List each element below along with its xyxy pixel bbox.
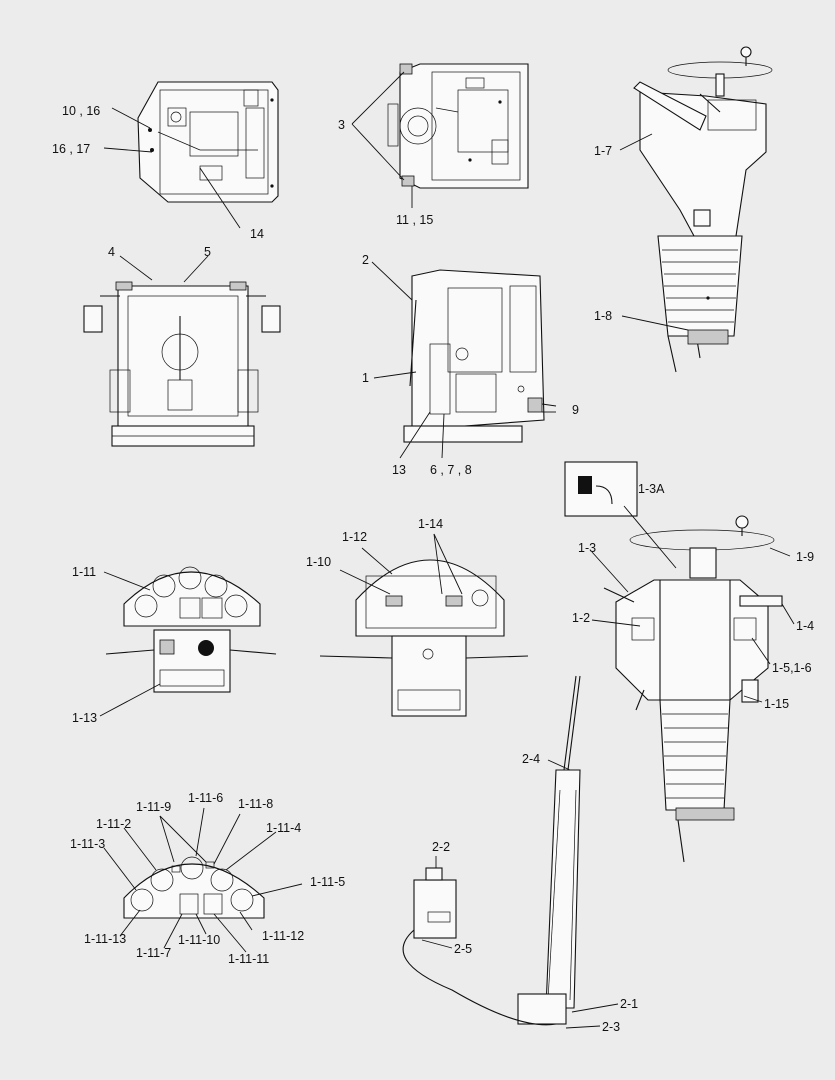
callout-2-1: 2-1 — [620, 997, 638, 1011]
callout-6-7-8: 6 , 7 , 8 — [430, 463, 472, 477]
wiper-washer-assembly — [402, 675, 581, 1026]
callout-1-14: 1-14 — [418, 517, 443, 531]
detail-1-3a — [564, 461, 638, 517]
callout-11-15: 11 , 15 — [396, 213, 433, 227]
callout-1-11-9: 1-11-9 — [136, 800, 171, 814]
callout-1-9: 1-9 — [796, 550, 814, 564]
callout-1-12: 1-12 — [342, 530, 367, 544]
callout-2-4: 2-4 — [522, 752, 540, 766]
cab-side-view-doors — [387, 63, 529, 189]
callout-1-11: 1-11 — [72, 565, 96, 579]
callout-14: 14 — [250, 227, 264, 241]
callout-3: 3 — [338, 118, 345, 132]
callout-2-5: 2-5 — [454, 942, 472, 956]
callout-2: 2 — [362, 253, 369, 267]
callout-1-2: 1-2 — [572, 611, 590, 625]
callout-1-11-10: 1-11-10 — [178, 933, 220, 947]
dash-panel-1-11 — [105, 566, 277, 693]
callout-1-15: 1-15 — [764, 697, 789, 711]
steering-column-lower — [603, 515, 783, 863]
callout-1-7: 1-7 — [594, 144, 612, 158]
steering-column-upper — [633, 46, 773, 373]
callout-1-5-1-6: 1-5,1-6 — [772, 661, 812, 675]
dash-panel-1-12 — [319, 559, 529, 717]
callout-1-8: 1-8 — [594, 309, 612, 323]
callout-2-2: 2-2 — [432, 840, 450, 854]
callout-1-3a: 1-3A — [638, 482, 665, 496]
dash-panel-gauges-detail — [123, 856, 265, 919]
callout-1: 1 — [362, 371, 369, 385]
callout-10-16: 10 , 16 — [62, 104, 100, 118]
callout-16-17: 16 , 17 — [52, 142, 90, 156]
callout-1-11-6: 1-11-6 — [188, 791, 223, 805]
callout-1-11-5: 1-11-5 — [310, 875, 345, 889]
callout-1-11-4: 1-11-4 — [266, 821, 301, 835]
callout-1-11-11: 1-11-11 — [228, 952, 269, 966]
callout-1-13: 1-13 — [72, 711, 97, 725]
cab-roof-top-view — [137, 81, 279, 203]
callout-1-11-2: 1-11-2 — [96, 817, 131, 831]
callout-2-3: 2-3 — [602, 1020, 620, 1034]
cab-front-view — [83, 281, 281, 447]
callout-1-11-12: 1-11-12 — [262, 929, 304, 943]
callout-9: 9 — [572, 403, 579, 417]
callout-1-11-7: 1-11-7 — [136, 946, 171, 960]
callout-13: 13 — [392, 463, 406, 477]
callout-1-11-3: 1-11-3 — [70, 837, 105, 851]
callout-4: 4 — [108, 245, 115, 259]
callout-5: 5 — [204, 245, 211, 259]
callout-1-3: 1-3 — [578, 541, 596, 555]
cab-side-view — [403, 269, 545, 443]
callout-1-11-13: 1-11-13 — [84, 932, 126, 946]
callout-1-4: 1-4 — [796, 619, 814, 633]
callout-1-10: 1-10 — [306, 555, 331, 569]
callout-1-11-8: 1-11-8 — [238, 797, 273, 811]
